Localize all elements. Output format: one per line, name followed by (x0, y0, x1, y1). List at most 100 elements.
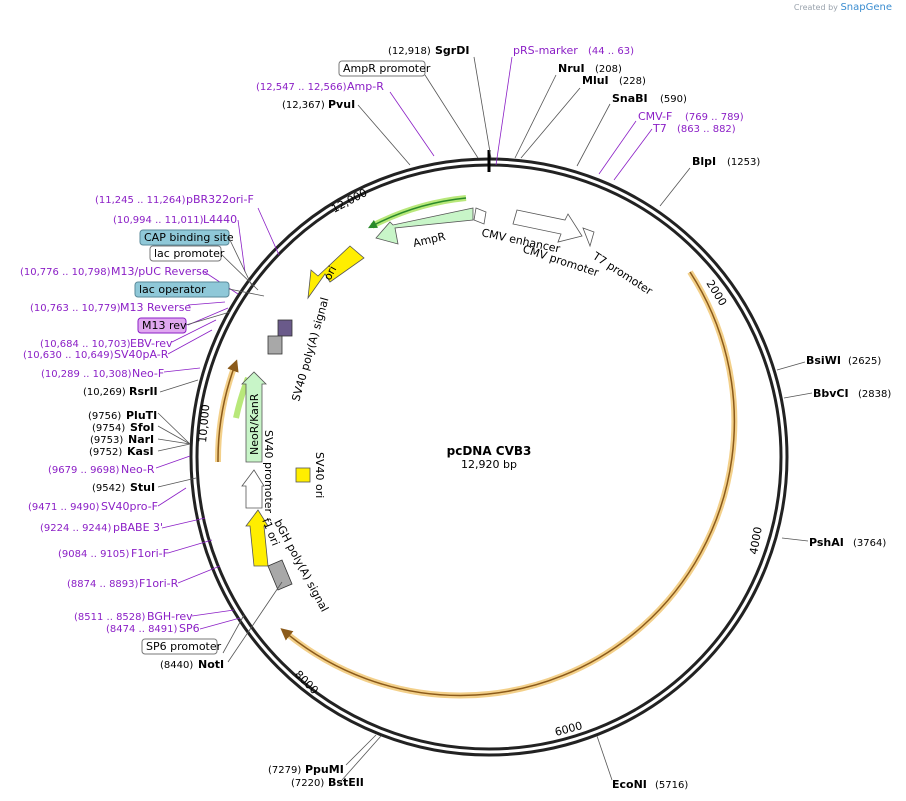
enzyme-bbvci-pos: (2838) (858, 389, 891, 400)
primer-pbr322ori-f-range: (11,245 .. 11,264) (95, 195, 186, 206)
snapgene-credit: Created by SnapGene (794, 2, 892, 13)
feature-connectors (185, 237, 265, 326)
enzyme-mlui: MluI (582, 74, 609, 87)
label-t7-promoter: T7 promoter (590, 249, 656, 298)
box-m13-rev (137, 317, 187, 334)
primer-sp6-range: (8474 .. 8491) (106, 624, 178, 635)
bgh-polya-block (267, 559, 293, 591)
enzyme-bsiwi: BsiWI (806, 354, 841, 367)
primer-prs-marker: pRS-marker (513, 44, 578, 57)
neo-arrow (241, 371, 267, 463)
enzyme-sgrdi-pos: (12,918) (388, 46, 431, 57)
primer-m13puc-rev: M13/pUC Reverse (111, 265, 209, 278)
enzyme-rsrii-pos: (10,269) (83, 387, 126, 398)
primer-pbr322ori-f: pBR322ori-F (186, 193, 254, 206)
box-cap-binding-site (139, 229, 230, 246)
primer-pbabe3: pBABE 3' (113, 521, 163, 534)
primer-neo-r: Neo-R (121, 463, 155, 476)
enzyme-kasi-pos: (9752) (89, 447, 122, 458)
boxed-feature-labels: AmpR promoter CAP binding site lac promo… (134, 60, 431, 655)
enzyme-econi: EcoNI (612, 778, 647, 791)
enzyme-bbvci: BbvCI (813, 387, 849, 400)
primer-neo-f-range: (10,289 .. 10,308) (41, 369, 132, 380)
enzyme-nrui: NruI (558, 62, 585, 75)
enzyme-sfoi-pos: (9754) (92, 423, 125, 434)
orf-arc-large (283, 270, 738, 699)
enzyme-noti: NotI (198, 658, 224, 671)
enzyme-blpi-pos: (1253) (727, 157, 760, 168)
label-sv40-polya: SV40 poly(A) signal (289, 296, 331, 403)
primer-sv40pro-f-range: (9471 .. 9490) (28, 502, 100, 513)
ampr-arrow (375, 207, 474, 245)
enzyme-pvui: PvuI (328, 98, 355, 111)
sv40-promoter-arrow (241, 469, 265, 509)
primer-t7: T7 (652, 122, 667, 135)
box-sp6-promoter (141, 638, 218, 655)
enzyme-pluti-pos: (9756) (88, 411, 121, 422)
primer-ebv-rev: EBV-rev (130, 337, 173, 350)
tick-10000: 10,000 (196, 404, 212, 443)
primer-cmv-f-range: (769 .. 789) (685, 112, 744, 123)
enzyme-connectors (157, 56, 813, 781)
ampr-promoter-arrow (473, 207, 487, 225)
enzyme-snabi: SnaBI (612, 92, 648, 105)
primer-cmv-f: CMV-F (638, 110, 672, 123)
enzyme-pshai-pos: (3764) (853, 538, 886, 549)
orf-arc-small-line (217, 359, 239, 463)
primer-labels: pRS-marker (44 .. 63) CMV-F (769 .. 789)… (20, 44, 744, 635)
enzyme-pshai: PshAI (809, 536, 844, 549)
orf-arc-small (214, 363, 238, 463)
label-sv40-ori: SV40 ori (313, 452, 326, 498)
enzyme-econi-pos: (5716) (655, 780, 688, 791)
enzyme-pluti: PluTI (126, 409, 157, 422)
enzyme-bsteii-pos: (7220) (291, 778, 324, 789)
label-m13-rev: M13 rev (142, 319, 187, 332)
primer-f1ori-r-range: (8874 .. 8893) (67, 579, 139, 590)
primer-ebv-rev-range: (10,684 .. 10,703) (40, 339, 131, 350)
primer-f1ori-r: F1ori-R (139, 577, 179, 590)
primer-m13-reverse-range: (10,763 .. 10,779) (30, 303, 121, 314)
tick-12000: 12,000 (329, 186, 369, 216)
primer-t7-range: (863 .. 882) (677, 124, 736, 135)
enzyme-rsrii: RsrII (129, 385, 158, 398)
enzyme-ppumi: PpuMI (305, 763, 344, 776)
box-lac-operator (134, 281, 230, 298)
enzyme-snabi-pos: (590) (660, 94, 687, 105)
box-ampr-promoter (338, 60, 426, 77)
credit-prefix: Created by (793, 3, 838, 12)
f1-ori-arrow (245, 509, 269, 567)
ori-arrow (307, 245, 365, 300)
label-ori: ori (321, 264, 339, 283)
primer-l4440: L4440 (203, 213, 237, 226)
label-ampr: AmpR (412, 230, 447, 250)
primer-m13puc-rev-range: (10,776 .. 10,798) (20, 267, 111, 278)
enzyme-pvui-pos: (12,367) (282, 100, 325, 111)
primer-neo-r-range: (9679 .. 9698) (48, 465, 120, 476)
enzyme-blpi: BlpI (692, 155, 716, 168)
sv40-ori-block (295, 467, 311, 483)
ampr-orf-line (368, 197, 467, 229)
enzyme-labels: (12,918) SgrDI NruI (208) MluI (228) Sna… (83, 44, 891, 791)
primer-sv40pa-r: SV40pA-R (114, 348, 169, 361)
credit-brand: SnapGene (840, 2, 892, 13)
primer-connectors (155, 56, 653, 630)
sv40-polya-block (267, 335, 283, 355)
t7-promoter-arrow (582, 227, 595, 248)
primer-f1ori-f: F1ori-F (131, 547, 169, 560)
enzyme-mlui-pos: (228) (619, 76, 646, 87)
box-lac-promoter (149, 245, 222, 262)
label-cap-binding-site: CAP binding site (144, 231, 234, 244)
enzyme-stui: StuI (130, 481, 155, 494)
plasmid-size: 12,920 bp (461, 458, 517, 471)
label-ampr-promoter: AmpR promoter (343, 62, 431, 75)
enzyme-sfoi: SfoI (130, 421, 154, 434)
enzyme-sgrdi: SgrDI (435, 44, 469, 57)
cmv-enhancer-arrow (512, 209, 583, 243)
primer-pbabe3-range: (9224 .. 9244) (40, 523, 112, 534)
primer-sv40pro-f: SV40pro-F (101, 500, 158, 513)
enzyme-stui-pos: (9542) (92, 483, 125, 494)
label-lac-promoter: lac promoter (154, 247, 225, 260)
primer-bgh-rev-range: (8511 .. 8528) (74, 612, 146, 623)
primer-sv40pa-r-range: (10,630 .. 10,649) (23, 350, 114, 361)
